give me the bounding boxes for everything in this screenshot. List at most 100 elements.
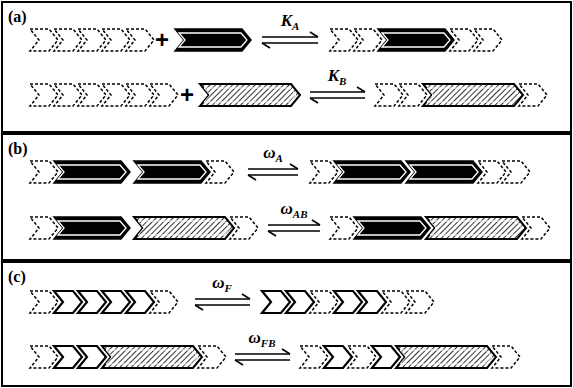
equilibrium-arrow xyxy=(195,304,250,306)
ligand-b-inner xyxy=(427,88,519,102)
lattice-site xyxy=(54,84,82,106)
ligand-a-inner xyxy=(382,33,450,47)
lattice-site xyxy=(78,29,106,51)
subscript: B xyxy=(339,75,346,87)
ligand-b xyxy=(423,84,523,106)
ligand-b-inner xyxy=(430,221,522,235)
lattice-site xyxy=(30,291,58,313)
lattice-site xyxy=(406,291,434,313)
equilibrium-arrow xyxy=(282,349,290,354)
ligand-b xyxy=(102,346,202,368)
equilibrium-arrow xyxy=(235,360,243,365)
constant-label-text: ω xyxy=(263,143,275,162)
constant-label-text: K xyxy=(281,11,292,30)
equilibrium-arrow xyxy=(310,97,365,99)
constant-label: ωF xyxy=(212,274,232,293)
lattice-site xyxy=(30,29,58,51)
lattice-site xyxy=(478,161,506,183)
lattice-site xyxy=(30,346,58,368)
ligand-a xyxy=(54,161,130,183)
subscript: AB xyxy=(293,208,308,220)
ligand-a-inner xyxy=(58,165,126,179)
constant-label: ωFB xyxy=(249,329,276,348)
lattice-site xyxy=(382,291,410,313)
equilibrium-arrow xyxy=(310,98,318,103)
ligand-b xyxy=(134,217,234,239)
subscript: A xyxy=(292,20,299,32)
lattice-site xyxy=(78,84,106,106)
ligand-b-inner xyxy=(400,350,492,364)
lattice-site xyxy=(102,84,130,106)
free-site xyxy=(334,291,362,313)
free-site xyxy=(78,346,106,368)
panel-frame xyxy=(2,2,571,132)
lattice-site xyxy=(375,84,403,106)
lattice-site xyxy=(519,84,547,106)
free-site xyxy=(286,291,314,313)
equilibrium-arrow xyxy=(248,175,256,180)
lattice-site xyxy=(126,29,154,51)
plus-sign: + xyxy=(155,28,169,52)
equilibrium-arrow xyxy=(195,305,203,310)
lattice-site xyxy=(354,29,382,51)
constant-label-text: ω xyxy=(249,328,261,347)
lattice-site xyxy=(30,217,58,239)
constant-label: KB xyxy=(328,67,347,86)
ligand-a xyxy=(354,217,430,239)
free-site xyxy=(102,291,130,313)
equilibrium-arrow xyxy=(235,359,290,361)
lattice-site xyxy=(474,29,502,51)
subscript: FB xyxy=(261,337,276,349)
panel-label: (b) xyxy=(8,140,28,158)
lattice-site xyxy=(522,217,550,239)
panel-label: (a) xyxy=(8,8,27,26)
lattice-site xyxy=(399,84,427,106)
ligand-a-inner xyxy=(58,221,126,235)
equilibrium-arrow xyxy=(310,32,318,37)
equilibrium-arrow xyxy=(290,164,298,169)
lattice-site xyxy=(150,84,178,106)
free-site xyxy=(54,291,82,313)
lattice-site xyxy=(502,161,530,183)
panel-label: (c) xyxy=(8,268,26,286)
equilibrium-arrow xyxy=(195,298,250,300)
free-site xyxy=(54,346,82,368)
equilibrium-arrow xyxy=(268,230,320,232)
equilibrium-arrow xyxy=(310,91,365,93)
lattice-site xyxy=(330,29,358,51)
equilibrium-arrow xyxy=(262,36,318,38)
lattice-site xyxy=(54,29,82,51)
subscript: A xyxy=(275,152,282,164)
equilibrium-arrow xyxy=(262,43,270,48)
free-site xyxy=(126,291,154,313)
subscript: F xyxy=(224,282,231,294)
ligand-a-inner xyxy=(358,221,426,235)
lattice-site xyxy=(450,29,478,51)
free-site xyxy=(262,291,290,313)
ligand-b xyxy=(200,84,300,106)
panel-frame xyxy=(2,262,571,386)
constant-label-text: K xyxy=(328,66,339,85)
constant-label: ωAB xyxy=(281,200,308,219)
ligand-a-inner xyxy=(410,165,478,179)
equilibrium-arrow xyxy=(235,353,290,355)
lattice-site xyxy=(348,346,376,368)
equilibrium-arrow xyxy=(268,231,276,236)
constant-label-text: ω xyxy=(281,199,293,218)
ligand-a xyxy=(134,161,210,183)
constant-label-text: ω xyxy=(212,273,224,292)
lattice-site xyxy=(230,217,258,239)
equilibrium-arrow xyxy=(262,42,318,44)
plus-sign-text: + xyxy=(155,26,169,53)
ligand-a xyxy=(175,29,251,51)
free-site xyxy=(372,346,400,368)
lattice-site xyxy=(30,84,58,106)
ligand-b-inner xyxy=(204,88,296,102)
ligand-a-inner xyxy=(338,165,406,179)
panel-label-text: (b) xyxy=(8,140,28,157)
plus-sign: + xyxy=(180,83,194,107)
lattice-site xyxy=(206,161,234,183)
free-site xyxy=(324,346,352,368)
constant-label: KA xyxy=(281,12,300,31)
